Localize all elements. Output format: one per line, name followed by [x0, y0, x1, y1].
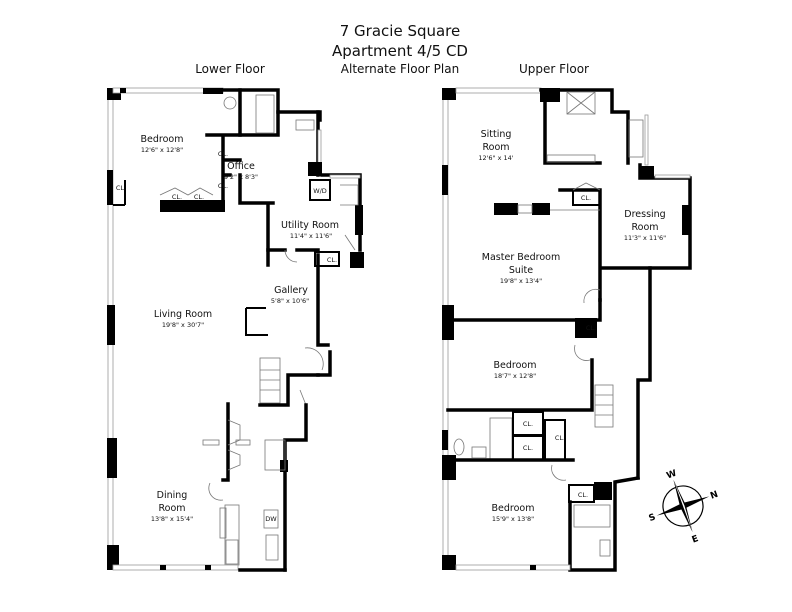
room-name: Bedroom: [141, 134, 184, 145]
room-name: Living Room: [154, 309, 212, 320]
washer-dryer-label: W/D: [313, 187, 327, 195]
closet-label: CL.: [194, 193, 204, 201]
closet-label: CL.: [586, 324, 596, 332]
closet-label: CL.: [218, 150, 228, 158]
closet-label: CL.: [116, 184, 126, 192]
room-dimensions: 13'8" x 15'4": [151, 515, 193, 523]
room-dimensions: 19'8" x 30'7": [162, 321, 204, 329]
compass-e: E: [691, 534, 700, 546]
room-name: Bedroom: [494, 360, 537, 371]
subtitle: Alternate Floor Plan: [341, 62, 459, 76]
compass-w: W: [665, 469, 678, 482]
title-apartment: Apartment 4/5 CD: [332, 42, 468, 60]
room-dimensions: 5'8" x 10'6": [271, 297, 309, 305]
room-name: Suite: [509, 265, 533, 276]
room-name: Master Bedroom: [482, 252, 560, 263]
room-dimensions: 11'4" x 11'6": [290, 232, 332, 240]
compass-rose-icon: N S E W: [648, 469, 720, 546]
room-name: Room: [482, 142, 509, 153]
closet-label: CL.: [555, 434, 565, 442]
room-dimensions: 11'3" x 11'6": [624, 234, 666, 242]
closet-label: CL.: [327, 256, 337, 264]
upper-floor-plan: Sitting Room 12'6" x 14' Master Bedroom …: [442, 87, 692, 572]
closet-label: CL.: [218, 182, 228, 190]
room-name: Utility Room: [281, 220, 339, 231]
room-dimensions: 9'2" x 8'3": [224, 173, 258, 181]
lower-floor-plan: Bedroom 12'6" x 12'8" Office 9'2" x 8'3"…: [107, 87, 364, 572]
closet-label: CL.: [578, 491, 588, 499]
dishwasher-label: DW: [265, 515, 277, 523]
closet-label: CL.: [581, 194, 591, 202]
room-dimensions: 15'9" x 13'8": [492, 515, 534, 523]
room-dimensions: 19'8" x 13'4": [500, 277, 542, 285]
compass-n: N: [709, 490, 720, 502]
room-name: Sitting: [481, 129, 512, 140]
lower-floor-label: Lower Floor: [195, 62, 265, 76]
room-dimensions: 12'6" x 14': [478, 154, 513, 162]
compass-s: S: [648, 512, 658, 524]
upper-floor-label: Upper Floor: [519, 62, 589, 76]
room-name: Room: [631, 222, 658, 233]
room-dimensions: 12'6" x 12'8": [141, 146, 183, 154]
closet-label: CL.: [523, 444, 533, 452]
room-name: Room: [158, 503, 185, 514]
room-dimensions: 18'7" x 12'8": [494, 372, 536, 380]
room-name: Dressing: [624, 209, 665, 220]
room-name: Gallery: [274, 285, 308, 296]
closet-label: CL.: [523, 420, 533, 428]
title-address: 7 Gracie Square: [340, 22, 461, 40]
closet-label: CL.: [172, 193, 182, 201]
room-name: Office: [227, 161, 255, 172]
room-name: Bedroom: [492, 503, 535, 514]
room-name: Dining: [157, 490, 188, 501]
